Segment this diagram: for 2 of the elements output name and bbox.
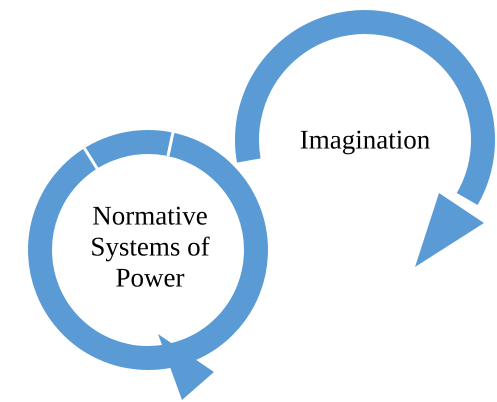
node-label: Imagination xyxy=(298,124,432,156)
node-label: Normative Systems of Power xyxy=(89,200,211,294)
